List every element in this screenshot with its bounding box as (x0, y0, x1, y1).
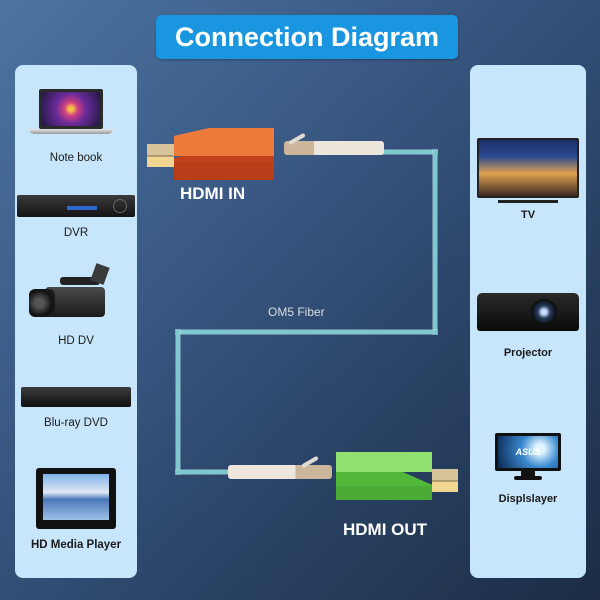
projector-icon (477, 293, 579, 331)
source-label-media-player: HD Media Player (30, 539, 122, 551)
hdmi-in-label: HDMI IN (180, 184, 246, 203)
diagram-title: Connection Diagram (156, 15, 458, 59)
laptop-icon (39, 89, 103, 129)
tablet-icon (36, 468, 116, 529)
fiber-segment-top (380, 150, 437, 154)
source-device-dvr (15, 195, 137, 225)
hdmi-out-adapter (336, 452, 432, 500)
fiber-segment-bottom (176, 470, 232, 474)
source-devices-panel: Note book DVR HD DV Blu-ray DVD HD Media… (15, 65, 137, 578)
display-label-tv: TV (520, 209, 536, 221)
source-label-hd-dv: HD DV (58, 335, 94, 347)
hdmi-in-plug-icon (147, 144, 174, 167)
source-device-media-player (15, 468, 137, 530)
fiber-segment-middle (176, 330, 437, 334)
display-label-projector: Projector (503, 347, 553, 359)
bluray-player-icon (21, 387, 131, 407)
source-label-dvr: DVR (63, 227, 89, 239)
hdmi-out-plug-icon (432, 469, 458, 492)
fiber-label: OM5 Fiber (268, 305, 325, 319)
hdmi-out-label: HDMI OUT (343, 520, 428, 539)
dvr-icon (17, 195, 135, 217)
display-device-monitor: ASUS (470, 433, 586, 483)
display-devices-panel: TV Projector ASUS Displslayer (470, 65, 586, 578)
monitor-brand: ASUS (498, 436, 558, 468)
camcorder-icon (60, 277, 100, 285)
display-device-projector (470, 293, 586, 333)
fiber-segment-right (433, 150, 437, 334)
source-device-bluray (15, 387, 137, 411)
fiber-segment-left (176, 330, 180, 474)
source-device-notebook (15, 89, 137, 139)
lc-connector-out-icon (228, 465, 332, 479)
source-label-bluray: Blu-ray DVD (44, 417, 108, 429)
lc-connector-in-icon (284, 141, 384, 155)
tv-icon (477, 138, 579, 198)
display-label-monitor: Displslayer (498, 493, 558, 505)
display-device-tv (470, 138, 586, 204)
hdmi-in-adapter (174, 128, 274, 180)
monitor-icon: ASUS (495, 433, 561, 471)
source-device-hd-dv (15, 263, 137, 329)
source-label-notebook: Note book (49, 152, 103, 164)
